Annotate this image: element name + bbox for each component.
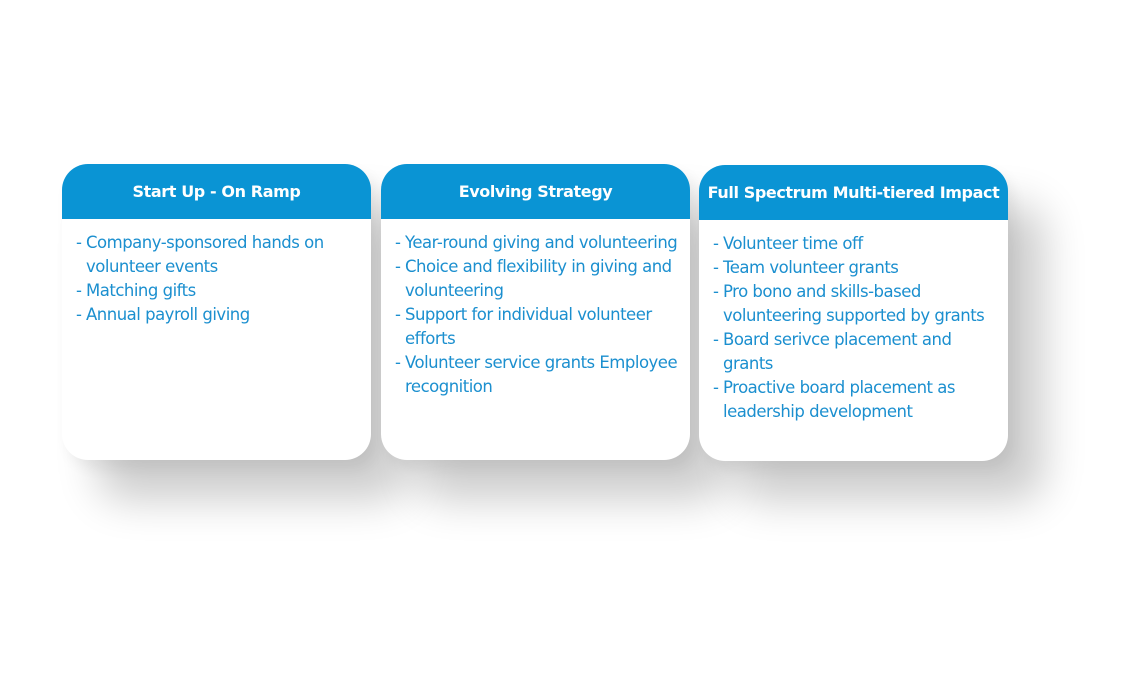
bullet-dash: - — [76, 281, 82, 300]
card-evolving-strategy: Evolving Strategy - Year-round giving an… — [381, 164, 690, 460]
card-start-up: Start Up - On Ramp - Company-sponsored h… — [62, 164, 371, 460]
bullet-dash: - — [395, 353, 401, 372]
bullet-dash: - — [395, 233, 401, 252]
list-item-text: Board serivce placement and grants — [723, 330, 952, 373]
bullet-dash: - — [713, 330, 719, 349]
list-item-text: Pro bono and skills-based volunteering s… — [723, 282, 985, 325]
card-title: Evolving Strategy — [381, 164, 690, 219]
bullet-dash: - — [395, 305, 401, 324]
list-item: - Proactive board placement as leadershi… — [713, 376, 1000, 424]
list-item: - Volunteer time off — [713, 232, 1000, 256]
bullet-dash: - — [713, 378, 719, 397]
card-title: Full Spectrum Multi-tiered Impact — [699, 165, 1008, 220]
bullet-dash: - — [713, 258, 719, 277]
list-item-text: Annual payroll giving — [86, 305, 250, 324]
card-list: - Company-sponsored hands on volunteer e… — [62, 219, 371, 327]
list-item-text: Volunteer service grants Employee recogn… — [405, 353, 678, 396]
list-item-text: Choice and flexibility in giving and vol… — [405, 257, 672, 300]
card-title: Start Up - On Ramp — [62, 164, 371, 219]
list-item: - Annual payroll giving — [76, 303, 363, 327]
list-item: - Choice and flexibility in giving and v… — [395, 255, 682, 303]
bullet-dash: - — [713, 234, 719, 253]
list-item: - Matching gifts — [76, 279, 363, 303]
list-item-text: Proactive board placement as leadership … — [723, 378, 955, 421]
list-item: - Team volunteer grants — [713, 256, 1000, 280]
list-item-text: Team volunteer grants — [723, 258, 899, 277]
list-item-text: Volunteer time off — [723, 234, 863, 253]
bullet-dash: - — [76, 233, 82, 252]
card-full-spectrum: Full Spectrum Multi-tiered Impact - Volu… — [699, 165, 1008, 461]
list-item: - Board serivce placement and grants — [713, 328, 1000, 376]
card-list: - Year-round giving and volunteering - C… — [381, 219, 690, 399]
list-item: - Volunteer service grants Employee reco… — [395, 351, 682, 399]
list-item: - Company-sponsored hands on volunteer e… — [76, 231, 363, 279]
list-item: - Year-round giving and volunteering — [395, 231, 682, 255]
list-item-text: Matching gifts — [86, 281, 196, 300]
bullet-dash: - — [76, 305, 82, 324]
list-item-text: Support for individual volunteer efforts — [405, 305, 652, 348]
bullet-dash: - — [395, 257, 401, 276]
bullet-dash: - — [713, 282, 719, 301]
list-item-text: Year-round giving and volunteering — [405, 233, 678, 252]
list-item: - Pro bono and skills-based volunteering… — [713, 280, 1000, 328]
list-item: - Support for individual volunteer effor… — [395, 303, 682, 351]
card-list: - Volunteer time off - Team volunteer gr… — [699, 220, 1008, 424]
list-item-text: Company-sponsored hands on volunteer eve… — [86, 233, 324, 276]
